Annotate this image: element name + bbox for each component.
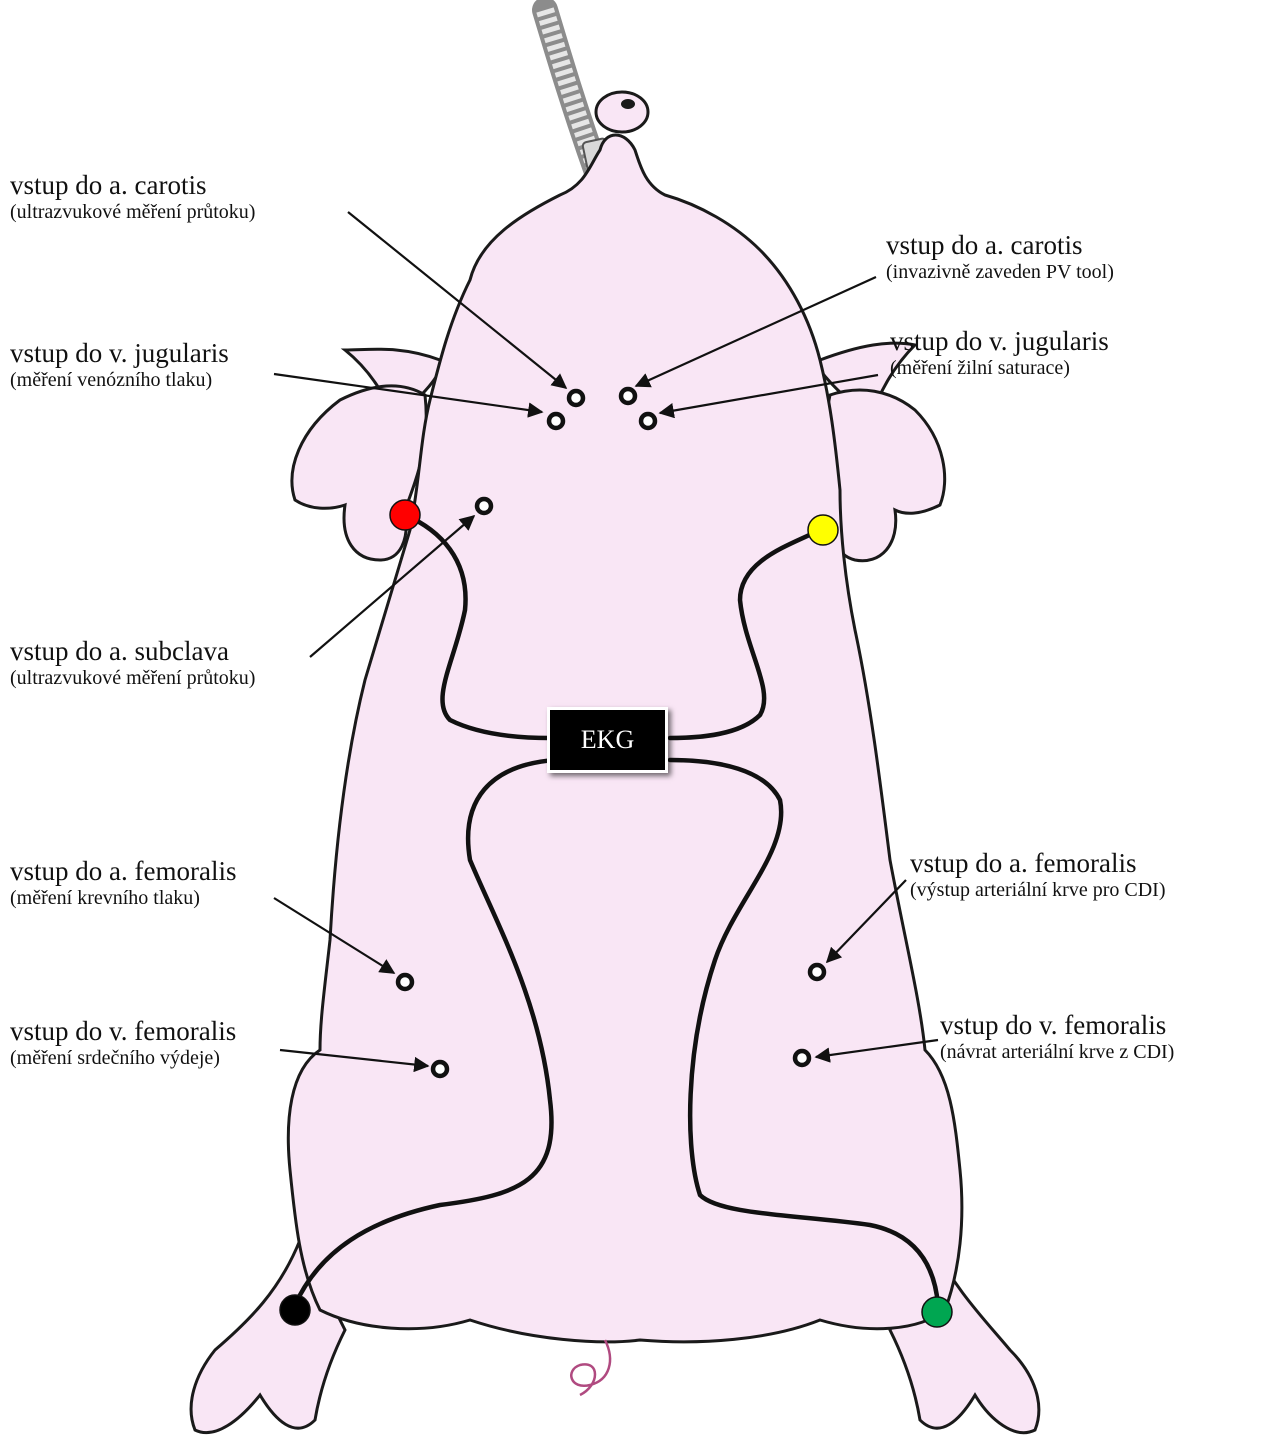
electrode-yellow xyxy=(808,515,838,545)
label-femoralis-v-right: vstup do v. femoralis (návrat arteriální… xyxy=(940,1010,1174,1064)
label-sub: (invazivně zaveden PV tool) xyxy=(886,261,1114,284)
label-carotis-right: vstup do a. carotis (invazivně zaveden P… xyxy=(886,230,1114,284)
entry-point-carotis-left xyxy=(569,391,583,405)
label-carotis-left: vstup do a. carotis (ultrazvukové měření… xyxy=(10,170,255,224)
label-main: vstup do v. femoralis xyxy=(940,1010,1174,1041)
label-main: vstup do v. jugularis xyxy=(890,326,1109,357)
label-sub: (ultrazvukové měření průtoku) xyxy=(10,667,255,690)
label-main: vstup do v. femoralis xyxy=(10,1016,236,1047)
entry-point-jugularis-right xyxy=(641,414,655,428)
entry-point-carotis-right xyxy=(621,389,635,403)
label-sub: (měření krevního tlaku) xyxy=(10,887,236,910)
label-sub: (výstup arteriální krve pro CDI) xyxy=(910,879,1165,902)
entry-point-jugularis-left xyxy=(549,414,563,428)
entry-point-femoralis-v-right xyxy=(795,1051,809,1065)
electrode-green xyxy=(922,1297,952,1327)
label-femoralis-a-right: vstup do a. femoralis (výstup arteriální… xyxy=(910,848,1165,902)
label-femoralis-v-left: vstup do v. femoralis (měření srdečního … xyxy=(10,1016,236,1070)
label-main: vstup do a. carotis xyxy=(10,170,255,201)
label-main: vstup do v. jugularis xyxy=(10,338,229,369)
label-sub: (ultrazvukové měření průtoku) xyxy=(10,201,255,224)
label-sub: (měření žilní saturace) xyxy=(890,357,1109,380)
electrode-black xyxy=(280,1295,310,1325)
electrode-red xyxy=(390,500,420,530)
label-main: vstup do a. femoralis xyxy=(10,856,236,887)
label-main: vstup do a. femoralis xyxy=(910,848,1165,879)
entry-point-subclava xyxy=(477,499,491,513)
entry-point-femoralis-v-left xyxy=(433,1062,447,1076)
entry-point-femoralis-a-right xyxy=(810,965,824,979)
label-jugularis-right: vstup do v. jugularis (měření žilní satu… xyxy=(890,326,1109,380)
label-sub: (měření srdečního výdeje) xyxy=(10,1047,236,1070)
label-jugularis-left: vstup do v. jugularis (měření venózního … xyxy=(10,338,229,392)
label-sub: (měření venózního tlaku) xyxy=(10,369,229,392)
ekg-monitor-label: EKG xyxy=(547,707,668,773)
label-main: vstup do a. carotis xyxy=(886,230,1114,261)
entry-point-femoralis-a-left xyxy=(398,975,412,989)
label-femoralis-a-left: vstup do a. femoralis (měření krevního t… xyxy=(10,856,236,910)
label-sub: (návrat arteriální krve z CDI) xyxy=(940,1041,1174,1064)
label-main: vstup do a. subclava xyxy=(10,636,255,667)
label-subclava: vstup do a. subclava (ultrazvukové měřen… xyxy=(10,636,255,690)
